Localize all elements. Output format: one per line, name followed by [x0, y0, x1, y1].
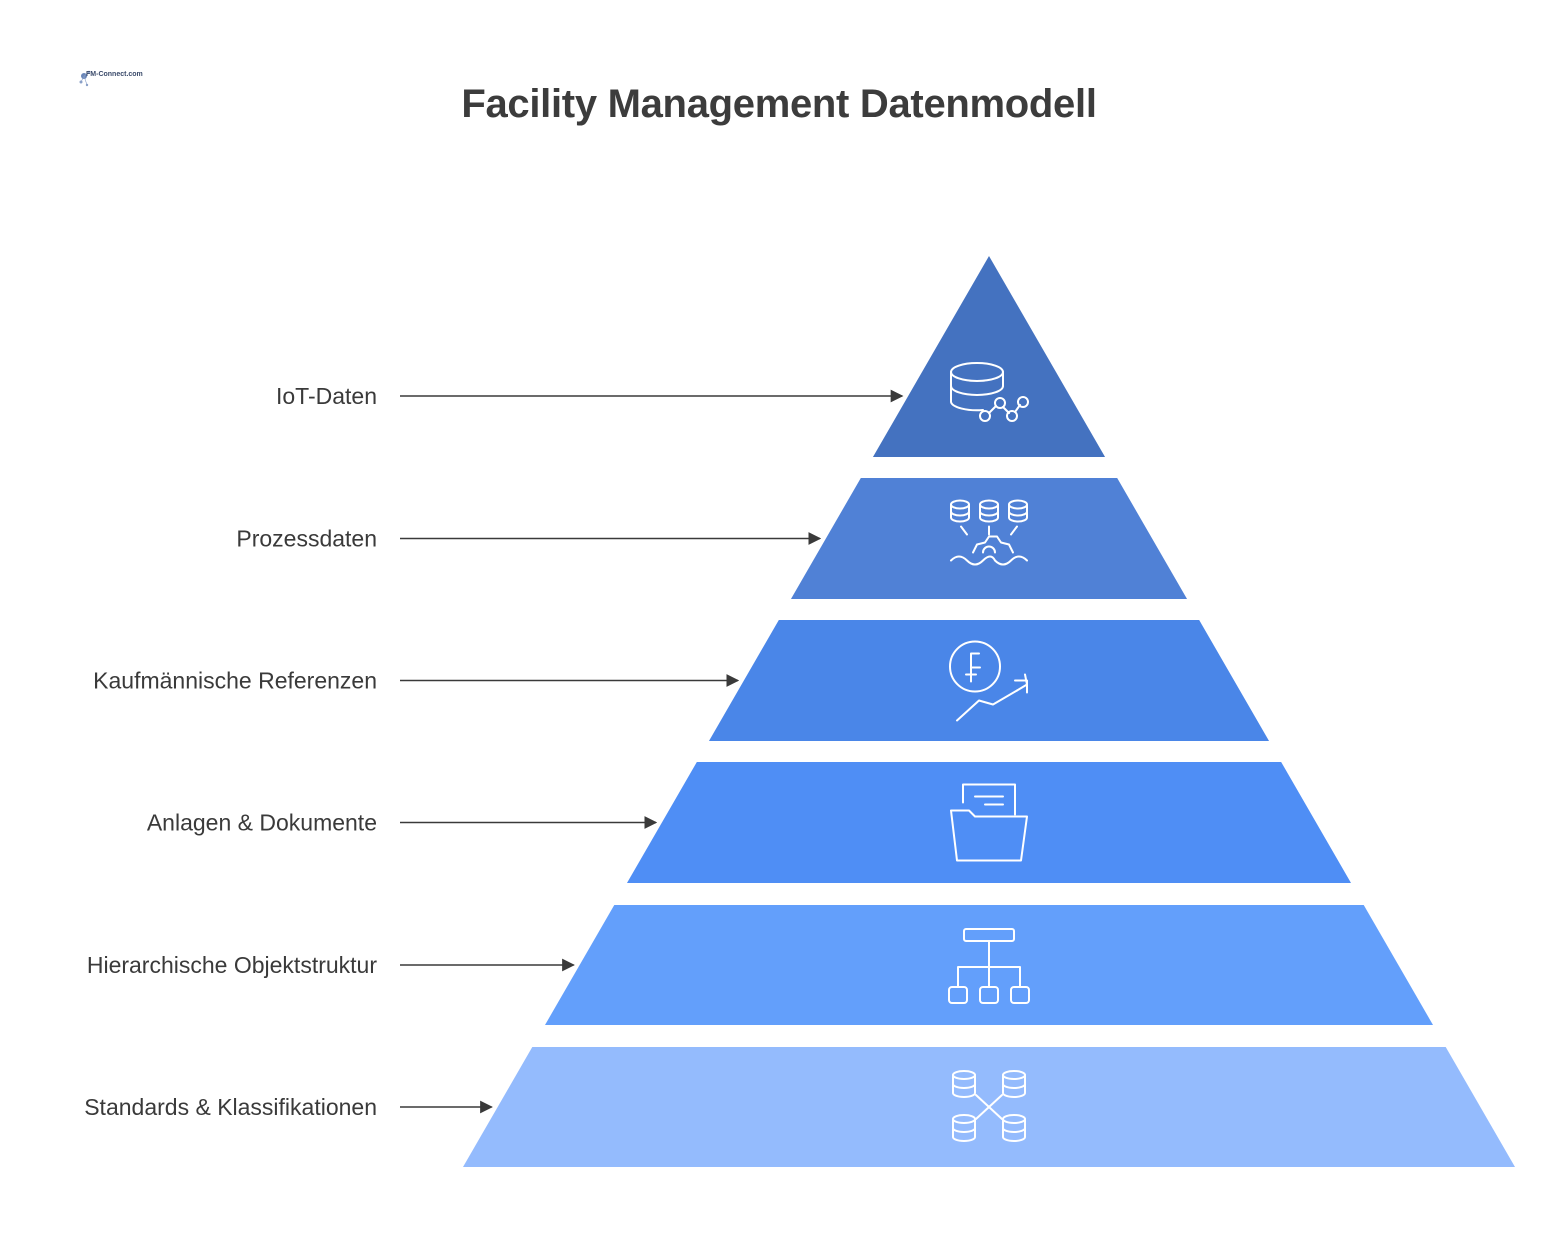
pyramid-layer-4 — [626, 762, 1352, 883]
layer-label-1: IoT-Daten — [276, 383, 377, 409]
logo-text: FM-Connect.com — [86, 71, 143, 78]
database-links-icon — [952, 1070, 1026, 1142]
layer-label-3: Kaufmännische Referenzen — [93, 668, 377, 694]
layer-label-2: Prozessdaten — [236, 526, 377, 552]
database-network-icon — [950, 362, 1029, 422]
diagram-title: Facility Management Datenmodell — [461, 82, 1097, 126]
layer-label-4: Anlagen & Dokumente — [147, 810, 377, 836]
pyramid-layer-2 — [790, 478, 1188, 599]
pyramid-layer-1 — [872, 256, 1106, 457]
layer-label-6: Standards & Klassifikationen — [84, 1094, 377, 1120]
hierarchy-icon — [948, 928, 1030, 1004]
databases-process-icon — [950, 499, 1028, 566]
document-folder-icon — [950, 783, 1028, 862]
logo-icon — [79, 70, 91, 87]
layer-label-5: Hierarchische Objektstruktur — [87, 952, 377, 978]
pyramid-layer-3 — [708, 620, 1270, 741]
currency-growth-icon — [949, 640, 1028, 722]
